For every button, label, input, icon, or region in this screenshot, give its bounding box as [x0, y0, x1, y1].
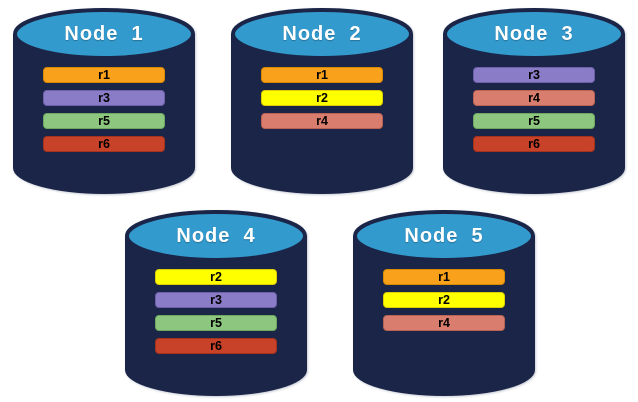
replica-label: r4	[438, 315, 450, 330]
replica-bar: r1	[43, 67, 165, 83]
db-node-2: Node 2 r1 r2 r4	[228, 6, 416, 196]
replica-list: r2 r3 r5 r6	[122, 269, 310, 354]
db-node-5: Node 5 r1 r2 r4	[350, 208, 538, 398]
replica-label: r3	[98, 90, 110, 105]
replica-bar: r6	[43, 136, 165, 152]
replica-label: r6	[98, 136, 110, 151]
replica-label: r6	[528, 136, 540, 151]
replica-label: r3	[210, 292, 222, 307]
replica-bar: r5	[155, 315, 277, 331]
node-title: Node 1	[64, 22, 144, 45]
replica-label: r5	[210, 315, 222, 330]
replica-label: r4	[316, 113, 328, 128]
replica-bar: r4	[383, 315, 505, 331]
replica-bar: r6	[155, 338, 277, 354]
replica-bar: r3	[155, 292, 277, 308]
replica-bar: r4	[261, 113, 383, 129]
replica-label: r1	[438, 269, 450, 284]
db-node-1: Node 1 r1 r3 r5 r6	[10, 6, 198, 196]
node-title: Node 4	[176, 224, 256, 247]
replica-bar: r2	[261, 90, 383, 106]
replica-label: r2	[210, 269, 222, 284]
replica-label: r1	[316, 67, 328, 82]
replica-bar: r5	[43, 113, 165, 129]
replica-bar: r1	[383, 269, 505, 285]
replica-bar: r1	[261, 67, 383, 83]
replica-label: r3	[528, 67, 540, 82]
replica-label: r1	[98, 67, 110, 82]
node-title: Node 5	[404, 224, 484, 247]
replica-bar: r5	[473, 113, 595, 129]
replica-bar: r3	[473, 67, 595, 83]
replica-label: r2	[316, 90, 328, 105]
node-title: Node 3	[494, 22, 574, 45]
replica-label: r4	[528, 90, 540, 105]
db-node-4: Node 4 r2 r3 r5 r6	[122, 208, 310, 398]
replica-bar: r2	[155, 269, 277, 285]
replica-list: r1 r3 r5 r6	[10, 67, 198, 152]
replica-label: r5	[528, 113, 540, 128]
replica-list: r1 r2 r4	[350, 269, 538, 331]
replica-label: r5	[98, 113, 110, 128]
replica-bar: r2	[383, 292, 505, 308]
replica-bar: r3	[43, 90, 165, 106]
replica-bar: r6	[473, 136, 595, 152]
db-node-3: Node 3 r3 r4 r5 r6	[440, 6, 628, 196]
node-title: Node 2	[282, 22, 362, 45]
replica-label: r6	[210, 338, 222, 353]
replica-label: r2	[438, 292, 450, 307]
replica-bar: r4	[473, 90, 595, 106]
replica-list: r3 r4 r5 r6	[440, 67, 628, 152]
replica-list: r1 r2 r4	[228, 67, 416, 129]
